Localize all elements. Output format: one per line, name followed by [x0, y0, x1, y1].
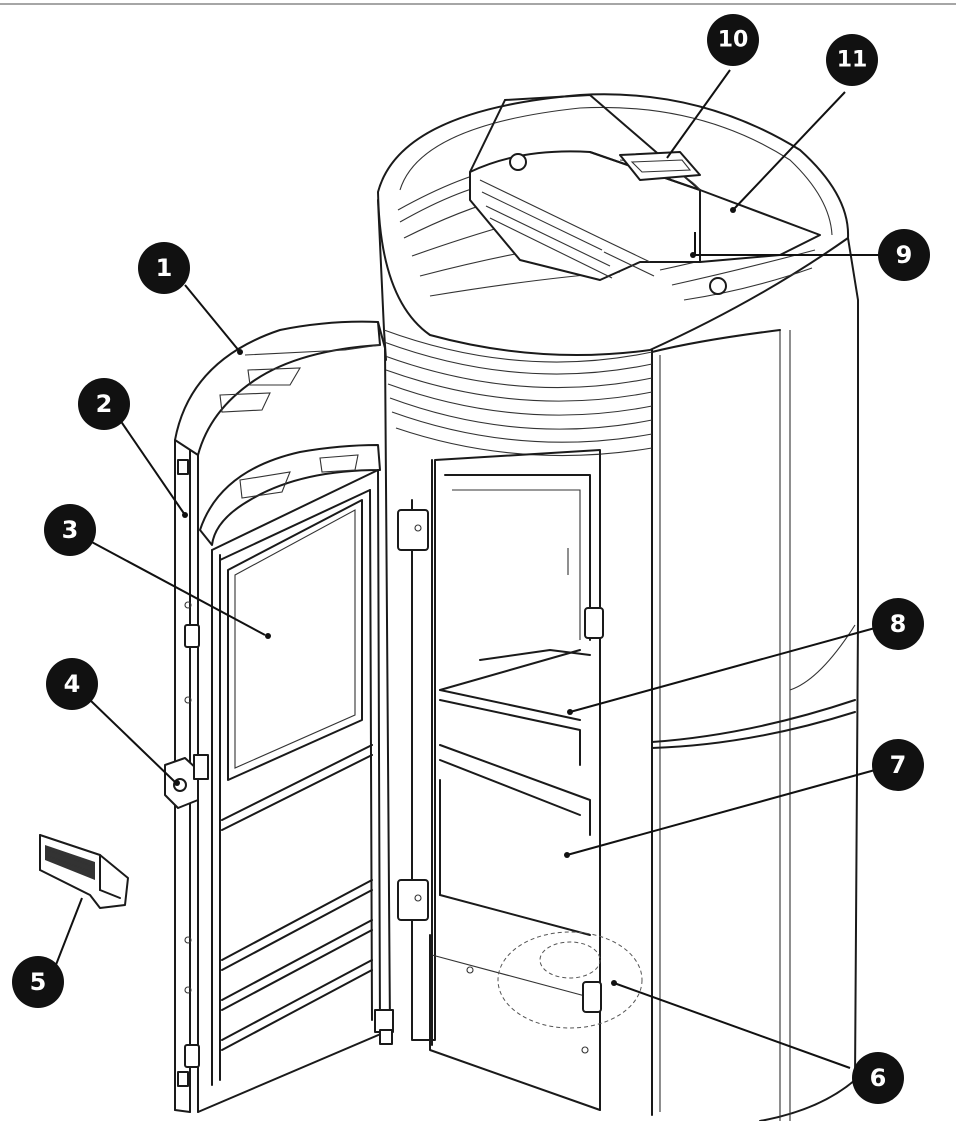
open-door	[164, 320, 394, 1113]
leader-10	[666, 69, 731, 159]
leader-8	[569, 627, 876, 713]
callout-3-label: 3	[62, 516, 79, 544]
callout-4-label: 4	[64, 670, 81, 698]
callout-3: 3	[44, 504, 96, 556]
callout-5: 5	[12, 956, 64, 1008]
leader-3	[87, 539, 266, 636]
callout-7: 7	[872, 739, 924, 791]
leader-11	[732, 91, 846, 211]
callout-8-label: 8	[890, 610, 907, 638]
leader-6	[613, 982, 851, 1069]
callout-11: 11	[826, 34, 878, 86]
leader-1	[184, 284, 241, 353]
callout-10-label: 10	[718, 28, 749, 53]
callout-6: 6	[852, 1052, 904, 1104]
callout-11-label: 11	[837, 48, 868, 73]
callout-8: 8	[872, 598, 924, 650]
callout-7-label: 7	[890, 751, 907, 779]
leader-5	[51, 897, 83, 976]
callout-9-label: 9	[896, 241, 913, 269]
callout-2-label: 2	[96, 390, 113, 418]
fan-outline	[497, 931, 643, 1029]
callout-4: 4	[46, 658, 98, 710]
leader-lines	[51, 69, 880, 1069]
callout-6-label: 6	[870, 1064, 887, 1092]
callout-9: 9	[878, 229, 930, 281]
callout-5-label: 5	[30, 968, 47, 996]
callout-1: 1	[138, 242, 190, 294]
callout-2: 2	[78, 378, 130, 430]
leader-2	[119, 419, 186, 516]
callout-1-label: 1	[156, 254, 173, 282]
loose-part-5	[39, 834, 129, 909]
leader-4	[89, 699, 176, 783]
callout-10: 10	[707, 14, 759, 66]
leader-7	[566, 769, 876, 856]
stove-body	[377, 93, 859, 1121]
